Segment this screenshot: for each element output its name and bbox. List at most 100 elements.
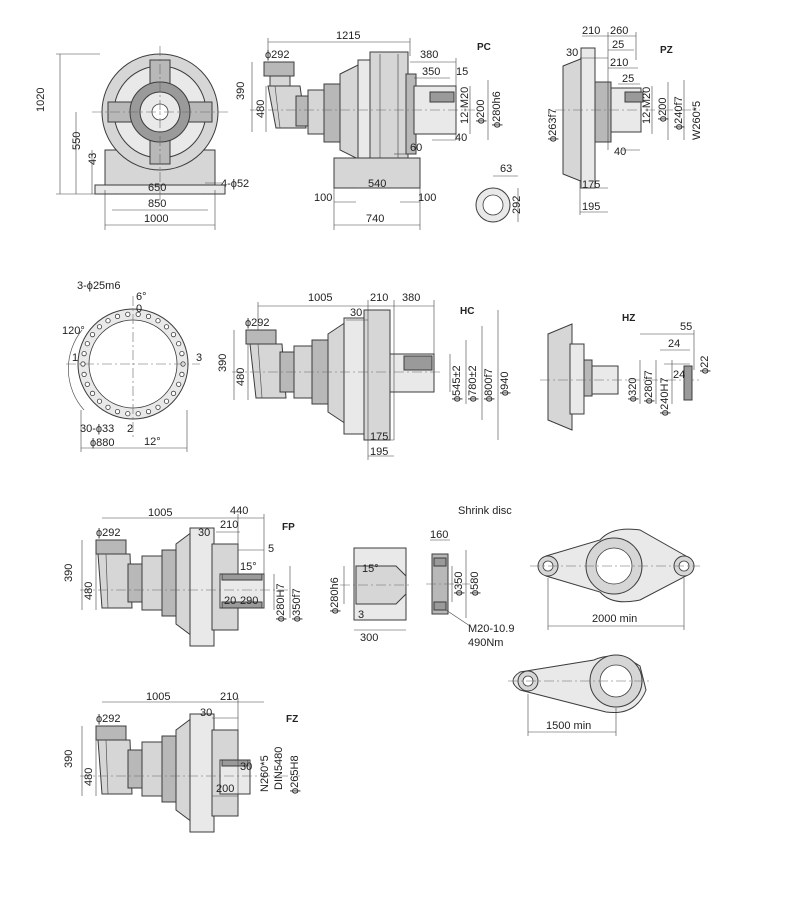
pc-dim-350: 350 <box>422 66 440 78</box>
flange-bolt-hole <box>89 331 96 338</box>
fp-dim-20: 20 <box>224 595 236 607</box>
short-arm-dim: 1500 min <box>546 720 591 732</box>
fp-dim-480: 480 <box>83 582 95 600</box>
pc-dim-200: ϕ200 <box>475 99 487 124</box>
hz-dim-240h7: ϕ240H7 <box>659 377 671 416</box>
fp-dim-350f7: ϕ350f7 <box>291 588 303 622</box>
fp-dim-390: 390 <box>63 564 75 582</box>
shrink-disc-view <box>426 539 471 627</box>
hz-dim-22: ϕ22 <box>699 356 711 374</box>
flange-bolt-hole <box>155 404 161 410</box>
front-dim-43: 43 <box>87 153 99 165</box>
hz-dim-55: 55 <box>680 321 692 333</box>
pz-dim-25b: 25 <box>622 73 634 85</box>
fz-standard-label: DIN5480 <box>273 747 285 790</box>
fp-dim-280h7: ϕ280H7 <box>275 583 287 622</box>
shaft-dim-3: 3 <box>358 609 364 621</box>
fz-side-view <box>80 698 300 833</box>
hz-dim-24b: 24 <box>673 369 685 381</box>
fp-dim-440: 440 <box>230 505 248 517</box>
fz-dim-265h8: ϕ265H8 <box>289 755 301 794</box>
front-dim-650: 650 <box>148 182 166 194</box>
pz-dim-195: 195 <box>582 201 600 213</box>
fz-dim-30b: 30 <box>240 761 252 773</box>
pc-dim-280h6: ϕ280h6 <box>491 91 503 128</box>
long-arm-dim: 2000 min <box>592 613 637 625</box>
pz-side-view <box>555 32 700 215</box>
flange-dim-880: ϕ880 <box>90 437 115 449</box>
shrink-disc-title: Shrink disc <box>458 505 512 517</box>
fz-dim-1005: 1005 <box>146 691 170 703</box>
flange-bolt-hole <box>145 408 152 415</box>
flange-bolt-hole <box>163 324 170 330</box>
fz-dim-390: 390 <box>63 750 75 768</box>
hc-dim-30: 30 <box>350 307 362 319</box>
flange-bolt-hole <box>170 331 177 338</box>
pc-side-view <box>250 38 519 230</box>
flange-bolt-hole <box>81 350 87 357</box>
hc-dim-292: ϕ292 <box>245 317 270 329</box>
hc-dim-940: ϕ940 <box>499 371 511 396</box>
flange-pos-3: 3 <box>196 352 202 364</box>
shaft-dim-280h6: ϕ280h6 <box>329 577 341 614</box>
fp-view-label: FP <box>282 522 295 533</box>
flange-pos-2: 2 <box>127 423 133 435</box>
fz-dim-30a: 30 <box>200 707 212 719</box>
flange-bolt-hole <box>179 350 185 357</box>
hz-view-label: HZ <box>622 313 635 324</box>
flange-face-view <box>66 296 200 452</box>
fp-side-view <box>80 514 291 647</box>
hc-side-view <box>232 300 499 460</box>
shrink-dim-580: ϕ580 <box>469 571 481 596</box>
hz-side-view <box>540 323 700 431</box>
fp-dim-1005: 1005 <box>148 507 172 519</box>
front-dim-1020: 1020 <box>35 88 47 112</box>
flange-bolt-hole <box>105 404 111 410</box>
flange-bolt-hole <box>84 381 90 387</box>
hz-dim-24a: 24 <box>668 338 680 350</box>
pz-dim-200: ϕ200 <box>657 97 669 122</box>
front-dim-550: 550 <box>71 132 83 150</box>
hc-dim-390: 390 <box>217 354 229 372</box>
flange-bolt-hole <box>176 341 182 347</box>
pc-dim-292b: 292 <box>511 196 523 214</box>
torque-arm-long <box>530 528 700 630</box>
pz-dim-240f7: ϕ240f7 <box>673 96 685 130</box>
torque-arm-short <box>508 654 650 736</box>
flange-bolt-hole <box>163 398 170 404</box>
hc-dim-545: ϕ545±2 <box>451 365 463 402</box>
hc-dim-480: 480 <box>235 368 247 386</box>
pz-dim-260: 260 <box>610 25 628 37</box>
flange-bolt-hole <box>155 318 161 324</box>
flange-bolt-hole <box>179 371 185 377</box>
fp-dim-15deg: 15° <box>240 561 257 573</box>
fp-dim-290: 290 <box>240 595 258 607</box>
pc-dim-292: ϕ292 <box>265 49 290 61</box>
pz-dim-210b: 210 <box>610 57 628 69</box>
pc-dim-540: 540 <box>368 178 386 190</box>
fp-dim-30: 30 <box>198 527 210 539</box>
pc-dim-390: 390 <box>235 82 247 100</box>
hc-dim-1005: 1005 <box>308 292 332 304</box>
flange-bolt-hole <box>114 313 121 319</box>
hz-dim-280f7: ϕ280f7 <box>643 370 655 404</box>
fz-dim-200: 200 <box>216 783 234 795</box>
flange-bolt-hole <box>176 381 182 387</box>
hz-dim-320: ϕ320 <box>627 377 639 402</box>
shaft-dim-300: 300 <box>360 632 378 644</box>
pc-dim-40: 40 <box>455 132 467 144</box>
pc-view-label: PC <box>477 42 491 53</box>
pc-dim-63: 63 <box>500 163 512 175</box>
flange-bolt-hole <box>114 408 121 415</box>
shrink-torque-label: 490Nm <box>468 637 503 649</box>
pc-thread-label: 12-M20 <box>459 87 471 124</box>
pc-dim-380: 380 <box>420 49 438 61</box>
flange-pins-label: 3-ϕ25m6 <box>77 280 120 292</box>
pz-dim-25a: 25 <box>612 39 624 51</box>
pz-dim-210: 210 <box>582 25 600 37</box>
hc-dim-800f7: ϕ800f7 <box>483 368 495 402</box>
flange-angle-120: 120° <box>62 325 85 337</box>
flange-bolt-hole <box>135 411 141 417</box>
